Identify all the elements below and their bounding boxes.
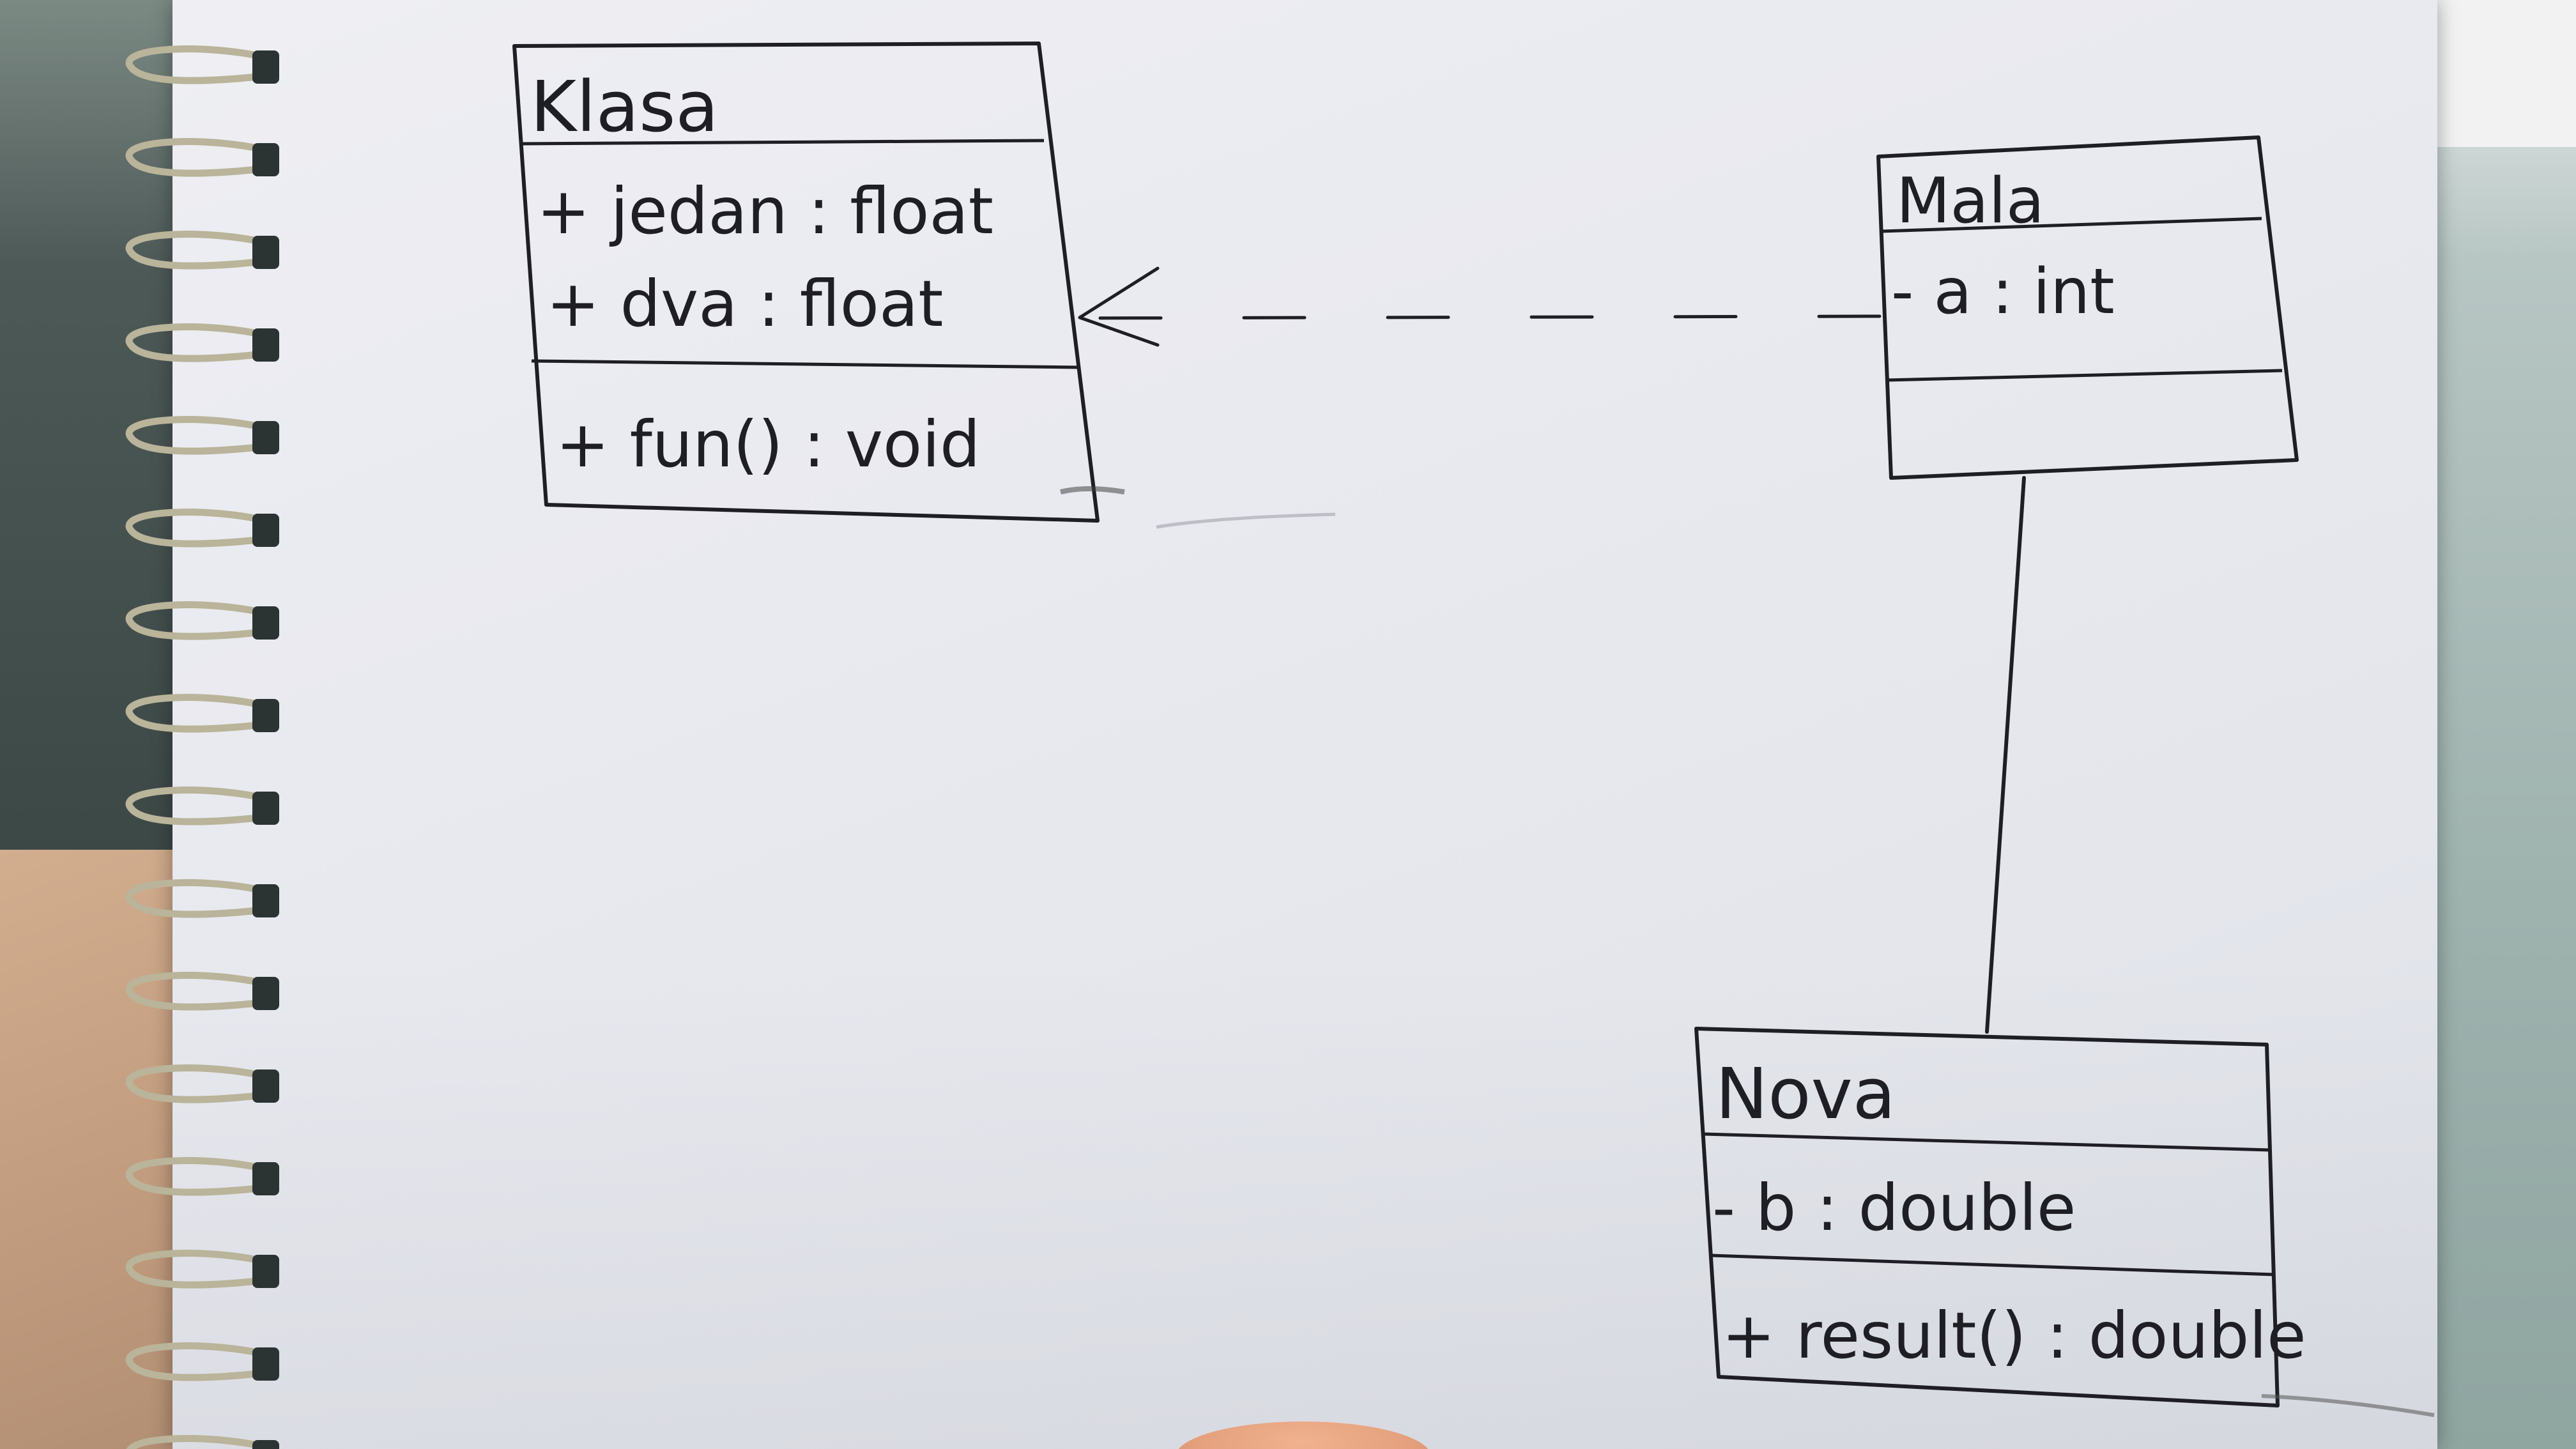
spiral-ring — [125, 694, 279, 733]
spiral-hole — [252, 606, 279, 640]
spiral-hole — [252, 328, 279, 362]
class-klasa-border — [512, 42, 1100, 523]
spiral-ring — [125, 138, 279, 177]
spiral-ring — [125, 786, 279, 825]
background-right — [2415, 0, 2576, 1449]
spiral-hole — [252, 1347, 279, 1381]
class-mala: Mala - a : int — [1876, 135, 2299, 480]
class-klasa-method: + fun() : void — [556, 407, 980, 482]
open-arrowhead — [1078, 266, 1160, 347]
spiral-hole — [252, 977, 279, 1010]
class-nova-border — [1694, 1027, 2280, 1407]
spiral-hole — [252, 1440, 279, 1449]
spiral-hole — [252, 792, 279, 825]
class-mala-name: Mala — [1896, 165, 2044, 238]
class-mala-divider-attributes — [1885, 369, 2283, 382]
spiral-ring — [125, 1157, 279, 1196]
class-klasa: Klasa + jedan : float + dva : float + fu… — [512, 42, 1100, 523]
spiral-ring — [126, 1435, 279, 1449]
background-wall — [2415, 0, 2576, 147]
association-mala-nova — [1985, 476, 2026, 1034]
class-nova-divider-name — [1702, 1132, 2270, 1152]
spiral-ring — [125, 879, 279, 918]
class-klasa-attribute: + dva : float — [546, 266, 943, 341]
spiral-hole — [252, 884, 279, 917]
class-klasa-name: Klasa — [530, 66, 719, 148]
spiral-hole — [252, 514, 279, 547]
spiral-hole — [252, 236, 279, 269]
class-nova-method: + result() : double — [1722, 1298, 2306, 1373]
spiral-ring — [125, 231, 279, 270]
spiral-ring — [125, 1064, 279, 1103]
spiral-hole — [252, 1070, 279, 1103]
spiral-hole — [252, 143, 279, 176]
spiral-ring — [125, 1250, 279, 1289]
spiral-ring — [125, 601, 279, 640]
dependency-dashed-line — [1078, 314, 1882, 320]
class-mala-attribute: - a : int — [1891, 256, 2115, 328]
class-nova-attribute: - b : double — [1712, 1170, 2076, 1245]
class-nova-divider-attributes — [1710, 1254, 2275, 1276]
class-klasa-divider-attributes — [531, 359, 1080, 369]
spiral-hole — [252, 1162, 279, 1195]
spiral-ring — [125, 972, 279, 1011]
dependency-mala-to-klasa — [1078, 266, 1882, 347]
spiral-ring — [125, 509, 279, 548]
spiral-hole — [252, 50, 279, 84]
spiral-ring — [125, 323, 279, 362]
spiral-ring — [125, 416, 279, 455]
spiral-binding — [125, 45, 279, 1449]
spiral-hole — [252, 699, 279, 732]
class-nova: Nova - b : double + result() : double — [1694, 1027, 2306, 1407]
spiral-hole — [252, 421, 279, 454]
pencil-smudge — [1060, 486, 2435, 1417]
notebook-page — [172, 0, 2437, 1449]
class-mala-border — [1876, 135, 2299, 480]
spiral-hole — [252, 1255, 279, 1288]
class-klasa-attribute: + jedan : float — [537, 174, 993, 249]
class-nova-name: Nova — [1715, 1053, 1896, 1135]
class-mala-divider-name — [1881, 217, 2262, 233]
class-klasa-divider-name — [519, 139, 1045, 146]
spiral-ring — [125, 1342, 279, 1381]
spiral-ring — [125, 45, 279, 84]
